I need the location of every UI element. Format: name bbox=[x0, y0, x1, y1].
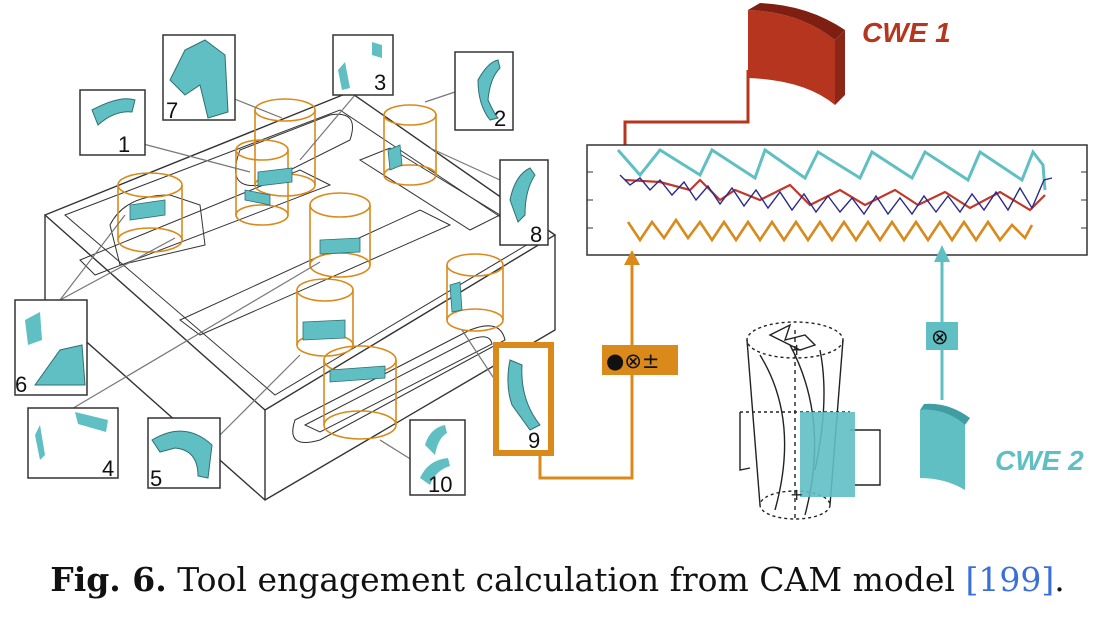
caption-reference-link[interactable]: [199] bbox=[965, 560, 1055, 599]
inset-label-5: 5 bbox=[150, 466, 162, 491]
inset-box-10: 10 bbox=[409, 419, 466, 497]
cwe1-label: CWE 1 bbox=[862, 17, 951, 48]
figure-diagram: 1 7 3 2 8 6 4 5 9 bbox=[14, 3, 1088, 520]
figure-caption: Fig. 6. Tool engagement calculation from… bbox=[0, 560, 1115, 599]
caption-text: Tool engagement calculation from CAM mod… bbox=[166, 560, 966, 599]
cwe2-label: CWE 2 bbox=[995, 445, 1084, 476]
inset-label-9: 9 bbox=[528, 428, 540, 453]
engagement-patches bbox=[129, 144, 463, 383]
teal-link bbox=[934, 245, 950, 400]
svg-text:+: + bbox=[790, 485, 803, 504]
inset-box-9: 9 bbox=[493, 342, 554, 456]
inset-box-2: 2 bbox=[454, 51, 514, 131]
orange-operator-label: ●⊗± bbox=[606, 349, 660, 373]
inset-box-4: 4 bbox=[27, 407, 119, 481]
orange-signal bbox=[626, 217, 1034, 243]
inset-label-10: 10 bbox=[428, 472, 452, 497]
inset-label-7: 7 bbox=[166, 98, 178, 123]
force-chart bbox=[586, 144, 1088, 256]
svg-text:+: + bbox=[790, 340, 803, 359]
inset-box-3: 3 bbox=[332, 34, 394, 96]
cwe2-shape bbox=[920, 403, 970, 490]
caption-figure-number: Fig. 6. bbox=[50, 560, 167, 599]
inset-label-4: 4 bbox=[102, 456, 114, 481]
inset-box-6: 6 bbox=[14, 299, 88, 397]
callout-arrows bbox=[59, 91, 501, 461]
teal-signal bbox=[616, 147, 1047, 191]
teal-operator-label: ⊗ bbox=[931, 325, 949, 349]
tool-cylinders bbox=[117, 98, 504, 440]
cwe1-shape bbox=[748, 3, 845, 105]
inset-box-8: 8 bbox=[499, 159, 549, 247]
orange-link bbox=[538, 250, 640, 480]
inset-box-5: 5 bbox=[147, 417, 221, 491]
red-signal bbox=[624, 178, 1046, 212]
inset-label-3: 3 bbox=[374, 70, 386, 95]
inset-box-7: 7 bbox=[162, 34, 236, 123]
inset-label-2: 2 bbox=[494, 106, 506, 131]
caption-period: . bbox=[1054, 560, 1065, 599]
teal-operator-box: ⊗ bbox=[926, 322, 958, 350]
orange-operator-box: ●⊗± bbox=[602, 345, 678, 375]
navy-signal bbox=[619, 174, 1053, 216]
inset-label-1: 1 bbox=[118, 132, 130, 157]
inset-label-6: 6 bbox=[15, 372, 27, 397]
helical-cutter: + + bbox=[739, 321, 881, 520]
inset-label-8: 8 bbox=[530, 222, 542, 247]
inset-box-1: 1 bbox=[79, 89, 146, 157]
